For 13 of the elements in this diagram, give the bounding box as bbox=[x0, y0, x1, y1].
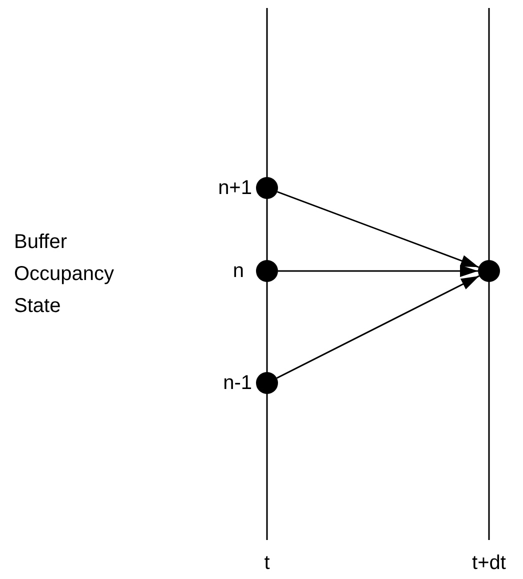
arrow bbox=[276, 275, 480, 379]
state-dot bbox=[256, 260, 278, 282]
time-label: t bbox=[263, 551, 271, 575]
axis-title: Buffer Occupancy State bbox=[14, 230, 116, 319]
time-label: t+dt bbox=[471, 551, 507, 575]
state-label: n bbox=[232, 259, 244, 283]
state-label: n+1 bbox=[218, 176, 252, 200]
arrow bbox=[277, 191, 479, 268]
state-label: n-1 bbox=[223, 371, 252, 395]
state-dot bbox=[256, 177, 278, 199]
arrow bbox=[278, 265, 478, 277]
state-dot bbox=[256, 372, 278, 394]
state-dot bbox=[478, 260, 500, 282]
